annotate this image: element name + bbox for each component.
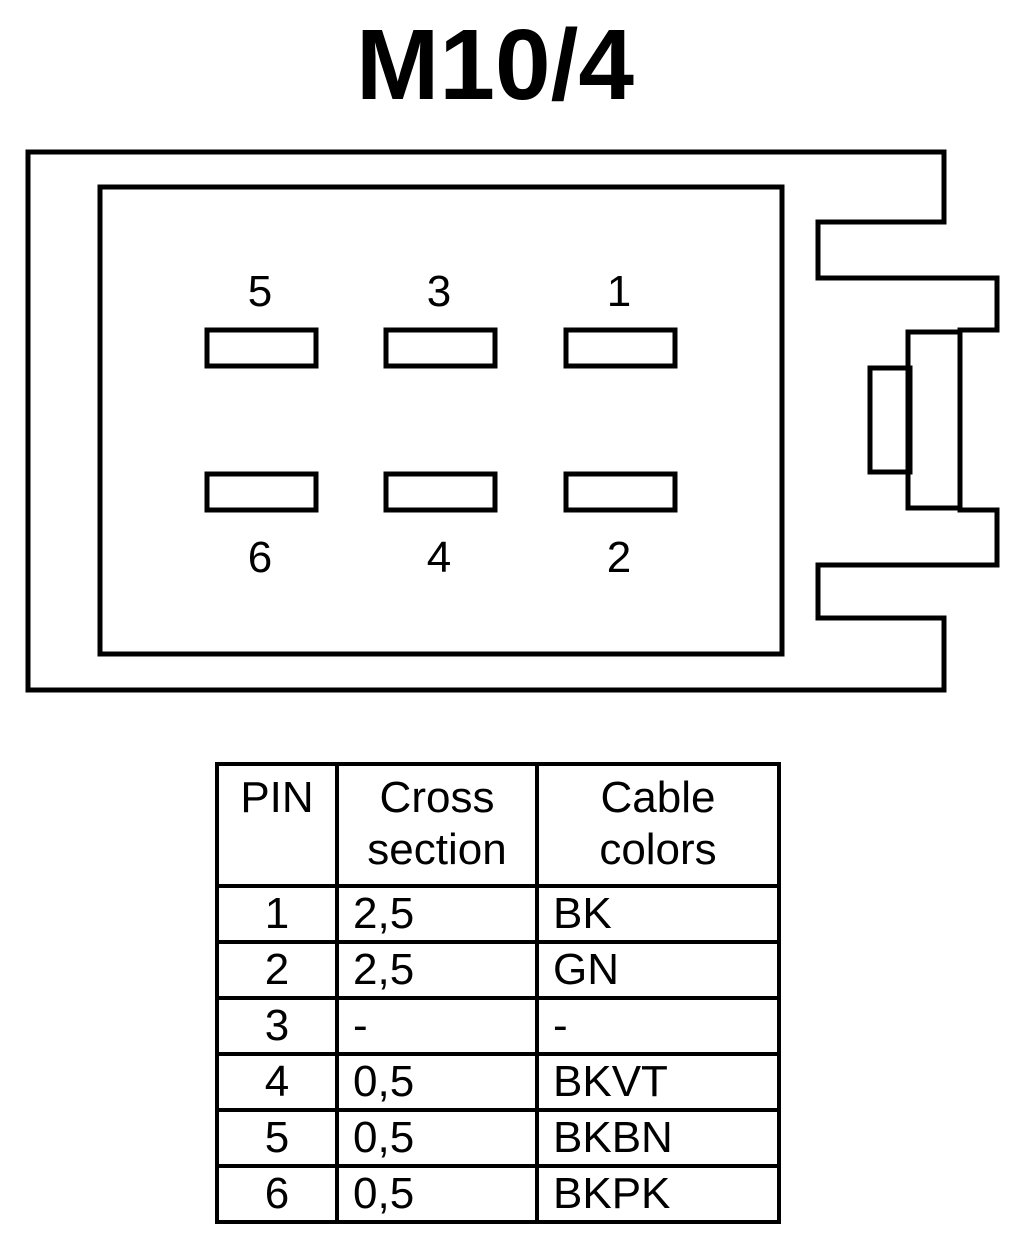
header-pin: PIN [215,762,339,888]
pin-contact-1 [563,327,678,369]
cell-pin: 3 [215,996,339,1056]
cell-cable-color: GN [535,940,781,1000]
pin-contact-5 [204,327,319,369]
connector-housing [25,149,1000,693]
pin-assignment-table: PIN Cross section Cable colors 1 2,5 BK … [215,762,781,1224]
table-row: 4 0,5 BKVT [215,1052,781,1112]
latch-body [905,329,963,511]
cell-cable-color: BKVT [535,1052,781,1112]
table-row: 1 2,5 BK [215,884,781,944]
header-cross-section: Cross section [335,762,539,888]
cell-cable-color: BKPK [535,1164,781,1224]
table-row: 6 0,5 BKPK [215,1164,781,1224]
cell-cross-section: 0,5 [335,1164,539,1224]
cell-cross-section: 0,5 [335,1108,539,1168]
cell-pin: 5 [215,1108,339,1168]
cell-cable-color: - [535,996,781,1056]
cell-cable-color: BK [535,884,781,944]
table-header-row: PIN Cross section Cable colors [215,762,781,888]
pin-contact-4 [383,471,498,513]
table-row: 3 - - [215,996,781,1056]
pin-label-3: 3 [427,267,451,316]
cell-cross-section: - [335,996,539,1056]
cell-cross-section: 2,5 [335,940,539,1000]
pin-contact-2 [563,471,678,513]
pin-label-4: 4 [427,533,451,582]
pin-label-5: 5 [248,267,272,316]
cell-cross-section: 2,5 [335,884,539,944]
table-row: 2 2,5 GN [215,940,781,1000]
cell-cable-color: BKBN [535,1108,781,1168]
header-cable-colors: Cable colors [535,762,781,888]
pin-contact-6 [204,471,319,513]
latch-tab [867,365,913,475]
pin-label-2: 2 [607,533,631,582]
cell-pin: 6 [215,1164,339,1224]
cell-pin: 1 [215,884,339,944]
cell-pin: 4 [215,1052,339,1112]
cell-pin: 2 [215,940,339,1000]
connector-diagram: 5 3 1 6 4 2 [25,149,1000,693]
pin-label-1: 1 [607,267,631,316]
connector-face [97,184,785,657]
pin-contact-3 [383,327,498,369]
table-row: 5 0,5 BKBN [215,1108,781,1168]
pin-label-6: 6 [248,533,272,582]
cell-cross-section: 0,5 [335,1052,539,1112]
connector-title: M10/4 [356,9,634,121]
